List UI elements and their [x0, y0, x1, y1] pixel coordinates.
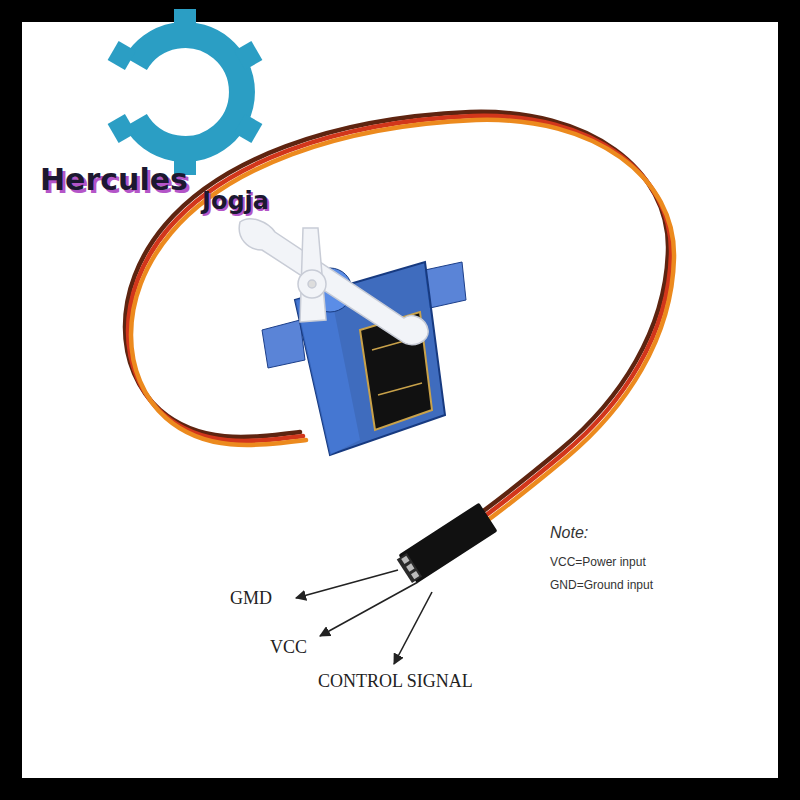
servo-horn: [239, 219, 428, 345]
pin-name: GMD: [230, 589, 272, 609]
note-text: GND=Ground input: [550, 579, 653, 592]
note-text: VCC=Power input: [550, 556, 646, 569]
note-heading: Note:: [550, 524, 588, 542]
gear-logo: [108, 9, 263, 175]
servo-cable: [125, 112, 674, 523]
pin-name: VCC: [270, 638, 307, 658]
servo-connector: [395, 503, 497, 586]
leader-arrows: [296, 570, 432, 664]
pin-name: CONTROL SIGNAL: [318, 672, 473, 692]
brand-name: Hercules: [40, 163, 188, 196]
ground: [22, 22, 778, 778]
brand-city: Jogja: [202, 188, 269, 214]
